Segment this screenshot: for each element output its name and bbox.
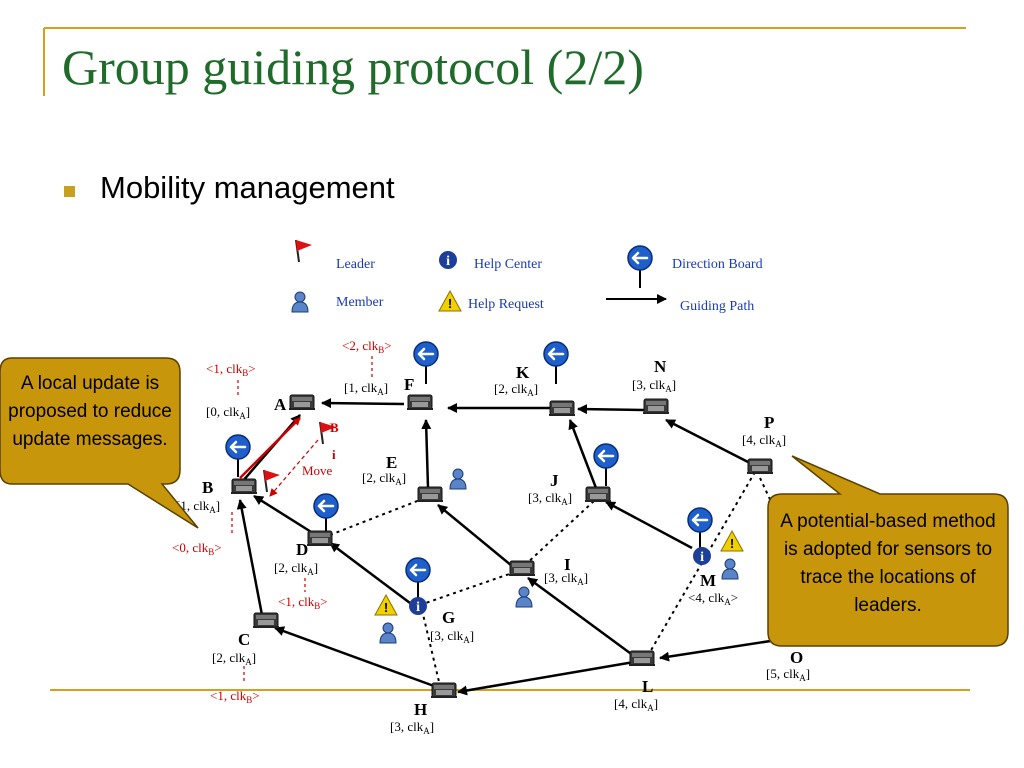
guiding-paths [236,398,791,696]
node-value: [3, clkA] [528,490,572,507]
legend-direction-board: Direction Board [672,257,763,272]
move-label: Move [302,463,333,478]
callout-left-text: A local update is proposed to reduce upd… [8,373,172,450]
node-value: [4, clkA] [742,432,786,449]
update-value: <2, clkB> [342,338,392,355]
callout-left-shape [0,357,199,529]
node-name: O [790,648,803,667]
node-name: F [404,375,414,394]
move-i-letter: i [332,447,336,462]
member-icon [379,622,397,644]
node-value: [3, clkA] [390,719,434,736]
legend-help-center: Help Center [474,257,542,272]
node-value: <4, clkA> [688,590,738,607]
node-value: [3, clkA] [632,377,676,394]
node-name: L [642,677,653,696]
node-value: [2, clkA] [494,381,538,398]
direction-board-icon [312,492,340,538]
direction-board-icon [404,556,432,602]
help-request-icon [374,594,398,616]
legend-leader: Leader [336,257,375,272]
sensor-icon [430,682,458,698]
update-value: <1, clkB> [278,594,328,611]
node-name: M [700,571,716,590]
sensor-icon [230,478,258,494]
node-name: I [564,555,571,574]
node-value: [5, clkA] [766,666,810,683]
sensor-icon [416,486,444,502]
sensor-icon [746,458,774,474]
member-icon [721,558,739,580]
node-name: C [238,630,250,649]
legend-member: Member [336,295,384,310]
sensor-icon [548,400,576,416]
member-icon [515,586,533,608]
bullet-marker [64,186,75,197]
leader-flag-icon [263,469,281,493]
slide-title: Group guiding protocol (2/2) [62,39,644,95]
sensor-icon [288,394,316,410]
help-request-icon [720,530,744,552]
sensor-icon [508,560,536,576]
node-name: J [550,471,559,490]
node-name: A [274,395,287,414]
node-name: P [764,413,774,432]
node-value: [2, clkA] [362,470,406,487]
node-name: B [202,478,213,497]
member-icon [291,291,309,313]
direction-board-icon [686,506,714,552]
node-name: N [654,357,667,376]
bullet-text: Mobility management [100,170,395,205]
move-b-letter: B [330,420,339,435]
sensor-icon [642,398,670,414]
node-name: D [296,540,308,559]
sensor-icon [406,394,434,410]
node-name: K [516,363,530,382]
update-ticks [231,356,373,684]
help-center-icon [693,547,711,565]
update-value: <1, clkB> [210,688,260,705]
node-value: [3, clkA] [544,570,588,587]
legend-guiding-path: Guiding Path [680,299,754,314]
direction-board-icon [412,340,440,386]
help-center-icon [439,251,457,269]
member-icon [449,468,467,490]
update-value: <1, clkB> [206,361,256,378]
node-value: [3, clkA] [430,628,474,645]
node-value: [2, clkA] [212,650,256,667]
node-name: H [414,700,427,719]
node-value: [2, clkA] [274,560,318,577]
node-name: E [386,453,397,472]
legend-help-request: Help Request [468,297,544,312]
direction-board-icon [542,340,570,386]
direction-board-icon [592,442,620,488]
node-name: G [442,608,455,627]
node-value: [1, clkA] [344,380,388,397]
sensor-icon [306,530,334,546]
sensor-icon [584,486,612,502]
callout-right-shape [767,455,1009,647]
help-center-icon [409,597,427,615]
node-value: [0, clkA] [206,404,250,421]
move-dashed-arrow [269,439,319,497]
leader-flag-icon [295,239,313,263]
callout-right-text: A potential-based method is adopted for … [780,511,996,616]
update-value: <0, clkB> [172,540,222,557]
help-request-icon [438,290,462,312]
node-value: [1, clkA] [176,498,220,515]
sensor-icon [628,650,656,666]
leader-move-arrow [239,417,301,479]
sensor-icon [252,612,280,628]
direction-board-icon [626,244,654,290]
node-value: [4, clkA] [614,696,658,713]
